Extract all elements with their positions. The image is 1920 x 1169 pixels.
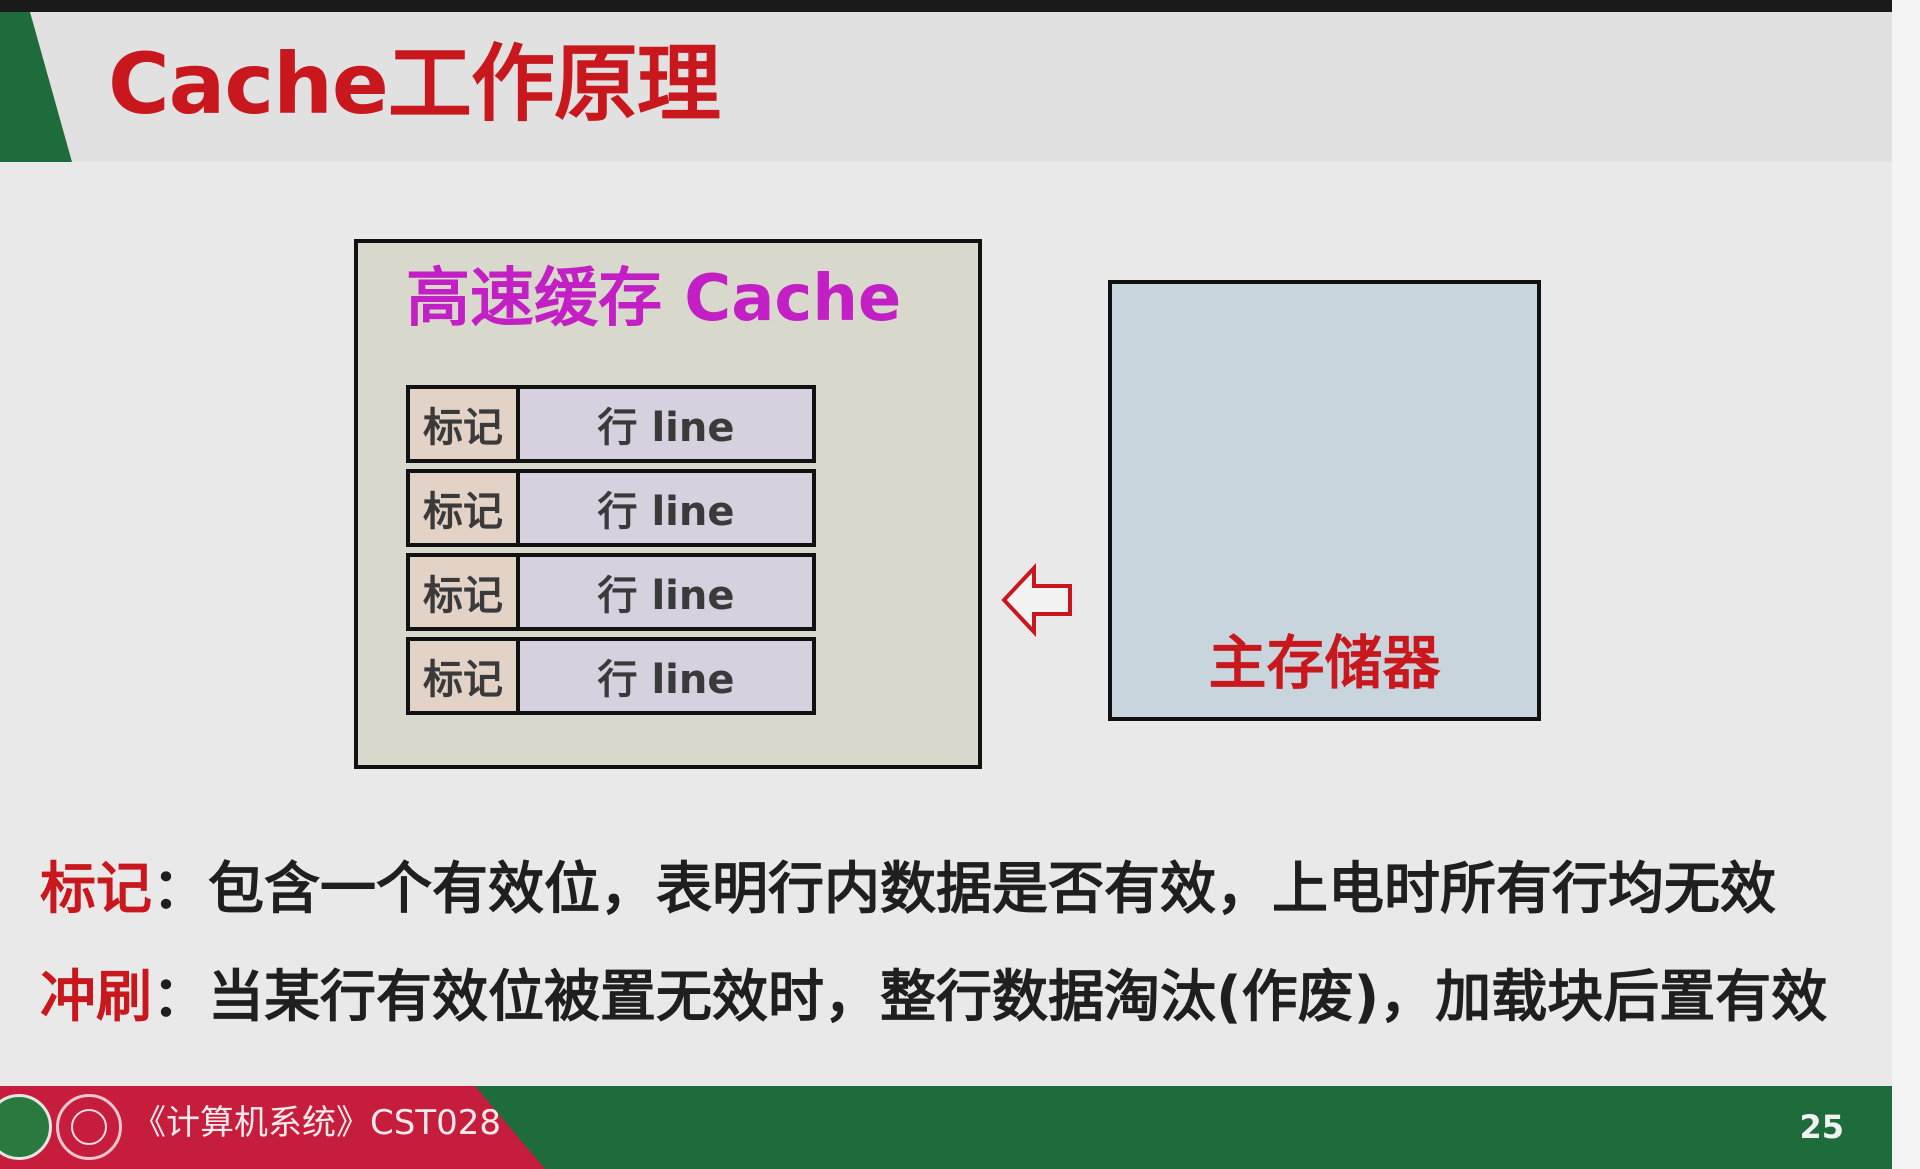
cache-diagram-box: 高速缓存 Cache 标记 行 line 标记 行 line 标记 行 line… bbox=[354, 239, 982, 769]
course-name: 《计算机系统》CST028 bbox=[132, 1103, 501, 1143]
school-emblem-icon bbox=[56, 1094, 122, 1160]
cache-row: 标记 行 line bbox=[406, 385, 816, 463]
cache-title: 高速缓存 Cache bbox=[406, 262, 902, 336]
description-term: 标记 bbox=[40, 857, 152, 922]
cache-row: 标记 行 line bbox=[406, 637, 816, 715]
cache-row: 标记 行 line bbox=[406, 469, 816, 547]
description-term: 冲刷 bbox=[40, 965, 152, 1030]
description-tag: 标记：包含一个有效位，表明行内数据是否有效，上电时所有行均无效 bbox=[40, 862, 1776, 918]
cache-row-line: 行 line bbox=[520, 473, 812, 543]
footer-red-band: 《计算机系统》CST028 bbox=[0, 1086, 545, 1169]
title-band: Cache工作原理 bbox=[0, 12, 1892, 162]
university-logo-icon bbox=[0, 1094, 52, 1160]
cache-row-line: 行 line bbox=[520, 641, 812, 711]
slide: Cache工作原理 高速缓存 Cache 标记 行 line 标记 行 line… bbox=[0, 12, 1892, 1169]
cache-row: 标记 行 line bbox=[406, 553, 816, 631]
left-arrow-icon bbox=[1001, 562, 1072, 638]
main-memory-box: 主存储器 bbox=[1108, 280, 1541, 721]
description-flush: 冲刷：当某行有效位被置无效时，整行数据淘汰(作废)，加载块后置有效 bbox=[40, 970, 1827, 1026]
cache-rows: 标记 行 line 标记 行 line 标记 行 line 标记 行 line bbox=[406, 385, 816, 721]
screen-bezel bbox=[1892, 0, 1920, 1169]
page-number: 25 bbox=[1799, 1108, 1844, 1146]
cache-row-line: 行 line bbox=[520, 389, 812, 459]
cache-row-tag: 标记 bbox=[410, 641, 516, 711]
title-accent-stripe bbox=[0, 12, 72, 162]
description-text: ：当某行有效位被置无效时，整行数据淘汰(作废)，加载块后置有效 bbox=[152, 965, 1828, 1030]
cache-row-tag: 标记 bbox=[410, 473, 516, 543]
footer-bar: 《计算机系统》CST028 25 bbox=[0, 1086, 1892, 1169]
main-memory-label: 主存储器 bbox=[1208, 629, 1441, 697]
cache-row-tag: 标记 bbox=[410, 557, 516, 627]
cache-row-line: 行 line bbox=[520, 557, 812, 627]
cache-row-tag: 标记 bbox=[410, 389, 516, 459]
slide-title: Cache工作原理 bbox=[108, 35, 721, 133]
description-text: ：包含一个有效位，表明行内数据是否有效，上电时所有行均无效 bbox=[152, 857, 1776, 922]
